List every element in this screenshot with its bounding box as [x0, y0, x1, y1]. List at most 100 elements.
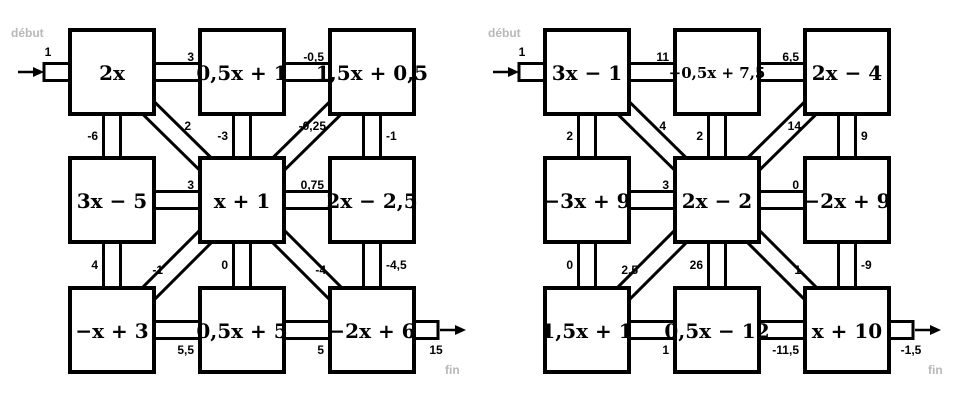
- cell-expression: −3x + 9: [543, 189, 630, 213]
- diag-value: 1: [794, 263, 801, 277]
- h-value: 3: [187, 50, 194, 64]
- h-value: 0: [792, 178, 799, 192]
- cell-expression: x + 1: [214, 189, 271, 213]
- cell-expression: 0,5x + 1: [196, 61, 287, 85]
- h-value: -0,5: [303, 50, 324, 64]
- v-value: -9: [861, 258, 872, 272]
- cell-expression: 1,5x + 1: [541, 319, 632, 343]
- h-value: 5: [317, 343, 324, 357]
- v-pipe: [102, 112, 122, 160]
- cell-expression: 3x − 5: [77, 189, 147, 213]
- diag-value: 2: [184, 119, 191, 133]
- h-pipe: [152, 320, 202, 340]
- cell-2-1: [673, 286, 761, 374]
- cell-expression: 3x − 1: [552, 61, 622, 85]
- v-pipe: [232, 112, 252, 160]
- diag-value: -0,25: [299, 119, 327, 133]
- cell-2-2: [328, 286, 416, 374]
- cell-expression: 2x − 2,5: [326, 189, 417, 213]
- v-pipe: [707, 112, 727, 160]
- h-value: 1: [662, 343, 669, 357]
- v-pipe: [102, 240, 122, 290]
- v-pipe: [837, 240, 857, 290]
- h-value: 3: [662, 178, 669, 192]
- v-value: 26: [690, 258, 704, 272]
- v-pipe: [707, 240, 727, 290]
- h-value: 11: [656, 50, 669, 64]
- cell-expression: x + 10: [812, 319, 882, 343]
- v-value: -1: [386, 129, 397, 143]
- h-value: 0,75: [301, 178, 325, 192]
- cell-1-2: [328, 156, 416, 244]
- cell-expression: 2x − 4: [812, 61, 883, 85]
- h-pipe: [282, 320, 332, 340]
- v-value: 2: [696, 129, 703, 143]
- entry-pipe: [517, 62, 549, 82]
- cell-0-1: [198, 28, 286, 116]
- cell-0-1: [673, 28, 761, 116]
- h-pipe: [757, 190, 807, 210]
- v-value: 0: [221, 258, 228, 272]
- cell-2-1: [198, 286, 286, 374]
- v-value: 0: [566, 258, 573, 272]
- cell-1-2: [803, 156, 891, 244]
- v-value: 4: [91, 258, 98, 272]
- h-pipe: [152, 190, 202, 210]
- entry-value: 1: [519, 45, 526, 59]
- exit-value: 15: [429, 343, 443, 357]
- cell-1-0: [543, 156, 631, 244]
- v-pipe: [232, 240, 252, 290]
- diag-value: 2,5: [621, 263, 638, 277]
- h-value: 5,5: [177, 343, 194, 357]
- entry-value: 1: [45, 45, 52, 59]
- end-label: fin: [928, 363, 943, 377]
- entry-arrow: [18, 67, 44, 77]
- cell-expression: −0,5x + 7,5: [669, 64, 766, 82]
- h-value: 3: [187, 178, 194, 192]
- cell-expression: −2x + 6: [328, 319, 415, 343]
- v-value: 9: [861, 129, 868, 143]
- start-label: début: [11, 26, 44, 40]
- diag-value: 14: [788, 119, 802, 133]
- entry-arrow: [493, 67, 519, 77]
- diag-value: 4: [659, 119, 666, 133]
- v-value: -6: [87, 129, 98, 143]
- v-pipe: [362, 240, 382, 290]
- v-value: -4,5: [386, 258, 407, 272]
- exit-arrow: [440, 325, 466, 335]
- exit-arrow: [915, 325, 941, 335]
- v-pipe: [577, 240, 597, 290]
- cell-1-1: [673, 156, 761, 244]
- cell-expression: 0,5x − 12: [664, 319, 769, 343]
- maze-2: 3x − 1 −0,5x + 7,5 2x − 4 −3x + 9 2x − 2 −2x …: [488, 26, 943, 377]
- cell-2-0: [68, 286, 156, 374]
- v-pipe: [837, 112, 857, 160]
- end-label: fin: [445, 363, 460, 377]
- cell-0-0: [543, 28, 631, 116]
- diag-value: -1: [152, 263, 163, 277]
- h-pipe: [757, 62, 807, 82]
- v-value: 2: [566, 129, 573, 143]
- cell-0-2: [328, 28, 416, 116]
- cell-2-0: [543, 286, 631, 374]
- v-value: -3: [217, 129, 228, 143]
- cell-expression: 2x − 2: [682, 189, 752, 213]
- start-label: début: [488, 26, 521, 40]
- cell-1-0: [68, 156, 156, 244]
- cell-0-0: [68, 28, 156, 116]
- exit-value: -1,5: [901, 343, 922, 357]
- cell-expression: −2x + 9: [803, 189, 890, 213]
- v-pipe: [577, 112, 597, 160]
- cell-expression: 2x: [99, 61, 126, 85]
- h-pipe: [152, 62, 202, 82]
- cell-expression: −x + 3: [75, 319, 148, 343]
- v-pipe: [362, 112, 382, 160]
- cell-2-2: [803, 286, 891, 374]
- cell-expression: 0,5x + 5: [196, 319, 287, 343]
- h-pipe: [627, 190, 677, 210]
- h-pipe: [282, 190, 332, 210]
